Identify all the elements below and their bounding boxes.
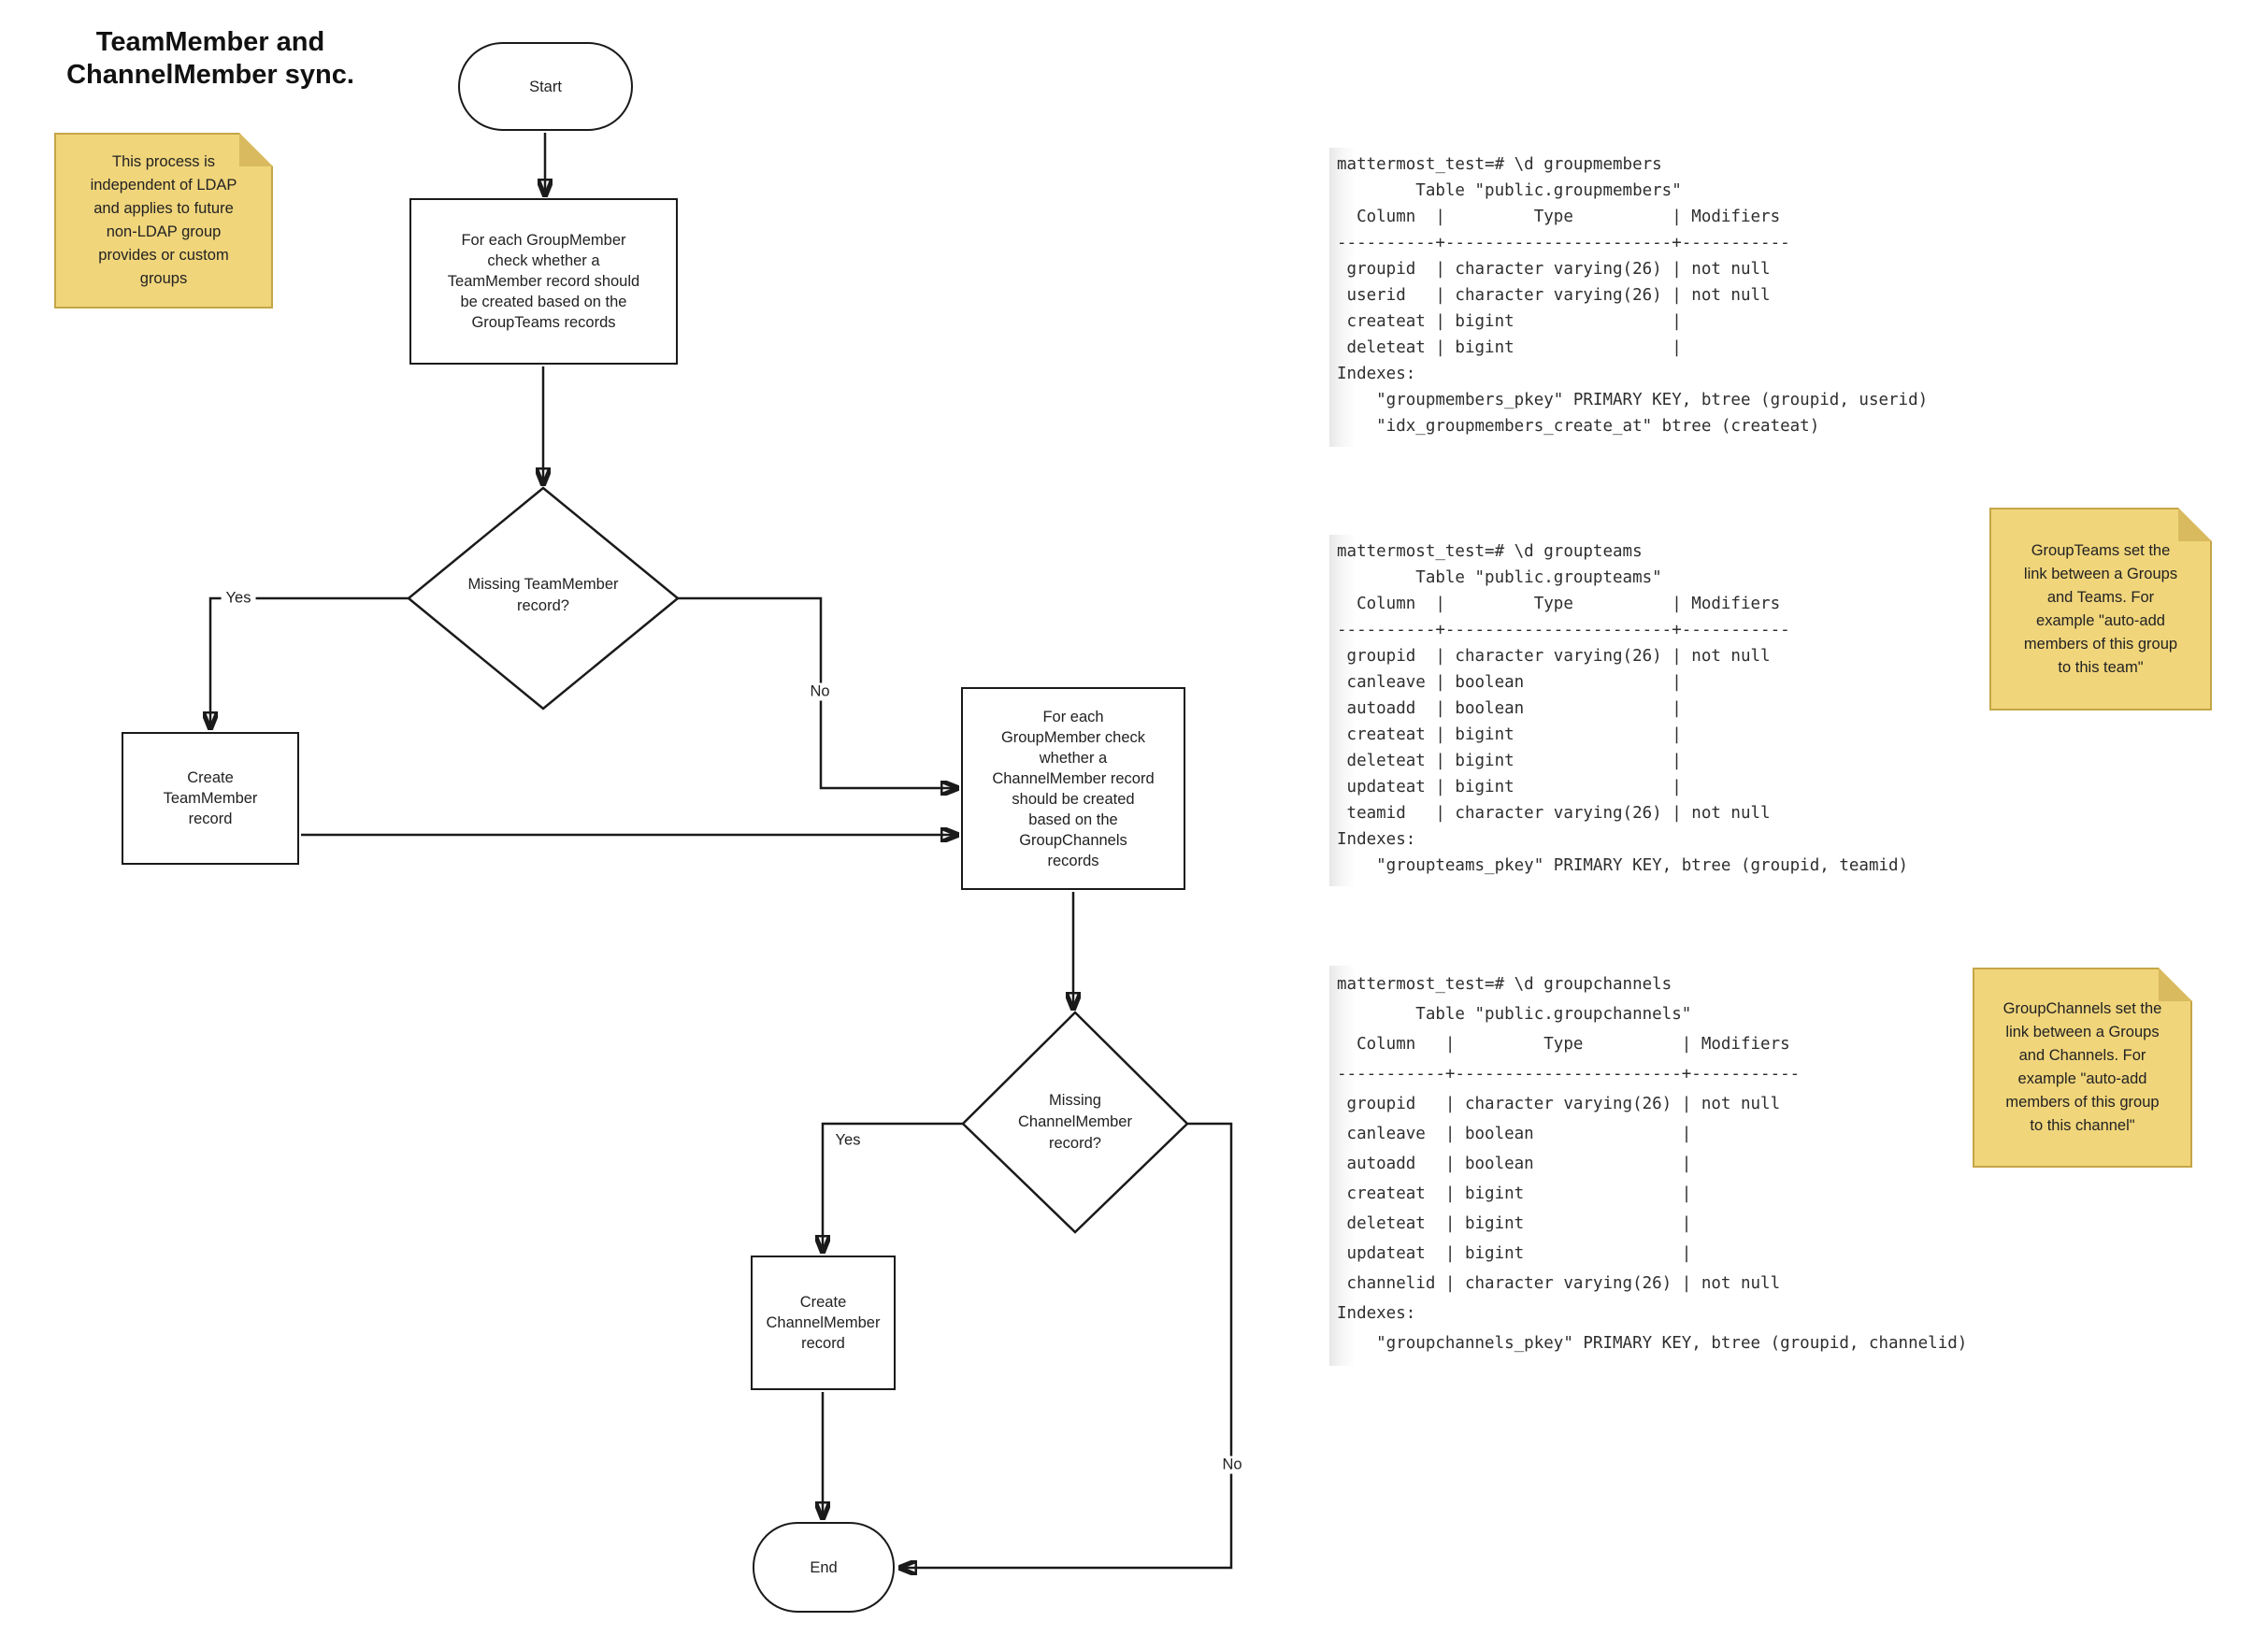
edge-label-yes-teammember: Yes <box>221 589 256 608</box>
edge-label-yes-channelmember: Yes <box>830 1131 866 1150</box>
sticky-note-groupchannels-text: GroupChannels set the link between a Gro… <box>2002 1000 2162 1134</box>
folded-corner-icon <box>2178 508 2212 541</box>
terminal-output-groupchannels: mattermost_test=# \d groupchannels Table… <box>1329 966 1983 1366</box>
sticky-note-groupchannels: GroupChannels set the link between a Gro… <box>1973 968 2192 1168</box>
terminal-output-groupteams: mattermost_test=# \d groupteams Table "p… <box>1329 535 1924 886</box>
connector-no-to-end <box>898 1122 1233 1568</box>
create-channelmember-label: Create ChannelMember record <box>766 1294 881 1352</box>
edge-label-no-teammember: No <box>805 682 835 701</box>
create-teammember-label: Create TeamMember record <box>163 769 258 827</box>
process-channelmember-check-node: For each GroupMember check whether a Cha… <box>961 687 1185 890</box>
decision-teammember-label: Missing TeamMember record? <box>467 576 619 614</box>
terminal-output-groupmembers: mattermost_test=# \d groupmembers Table … <box>1329 148 1944 447</box>
edge-label-no-channelmember: No <box>1217 1456 1247 1474</box>
sticky-note-ldap-text: This process is independent of LDAP and … <box>90 153 237 287</box>
start-node: Start <box>458 42 633 131</box>
folded-corner-icon <box>239 133 273 166</box>
end-node: End <box>753 1522 895 1613</box>
sticky-note-groupteams-text: GroupTeams set the link between a Groups… <box>2023 541 2178 676</box>
page-title: TeamMember and ChannelMember sync. <box>66 27 354 90</box>
create-teammember-node: Create TeamMember record <box>122 732 299 865</box>
sticky-note-groupteams: GroupTeams set the link between a Groups… <box>1989 508 2212 710</box>
process-channelmember-check-label: For each GroupMember check whether a Cha… <box>992 708 1155 869</box>
start-node-label: Start <box>529 78 562 95</box>
create-channelmember-node: Create ChannelMember record <box>751 1256 896 1390</box>
sticky-note-ldap: This process is independent of LDAP and … <box>54 133 273 309</box>
connector-yes-to-create-teammember <box>210 596 409 730</box>
end-node-label: End <box>810 1558 838 1576</box>
folded-corner-icon <box>2159 968 2192 1001</box>
process-teammember-check-node: For each GroupMember check whether a Tea… <box>409 198 678 365</box>
process-teammember-check-label: For each GroupMember check whether a Tea… <box>447 232 640 331</box>
decision-channelmember-label: Missing ChannelMember record? <box>1018 1092 1132 1152</box>
